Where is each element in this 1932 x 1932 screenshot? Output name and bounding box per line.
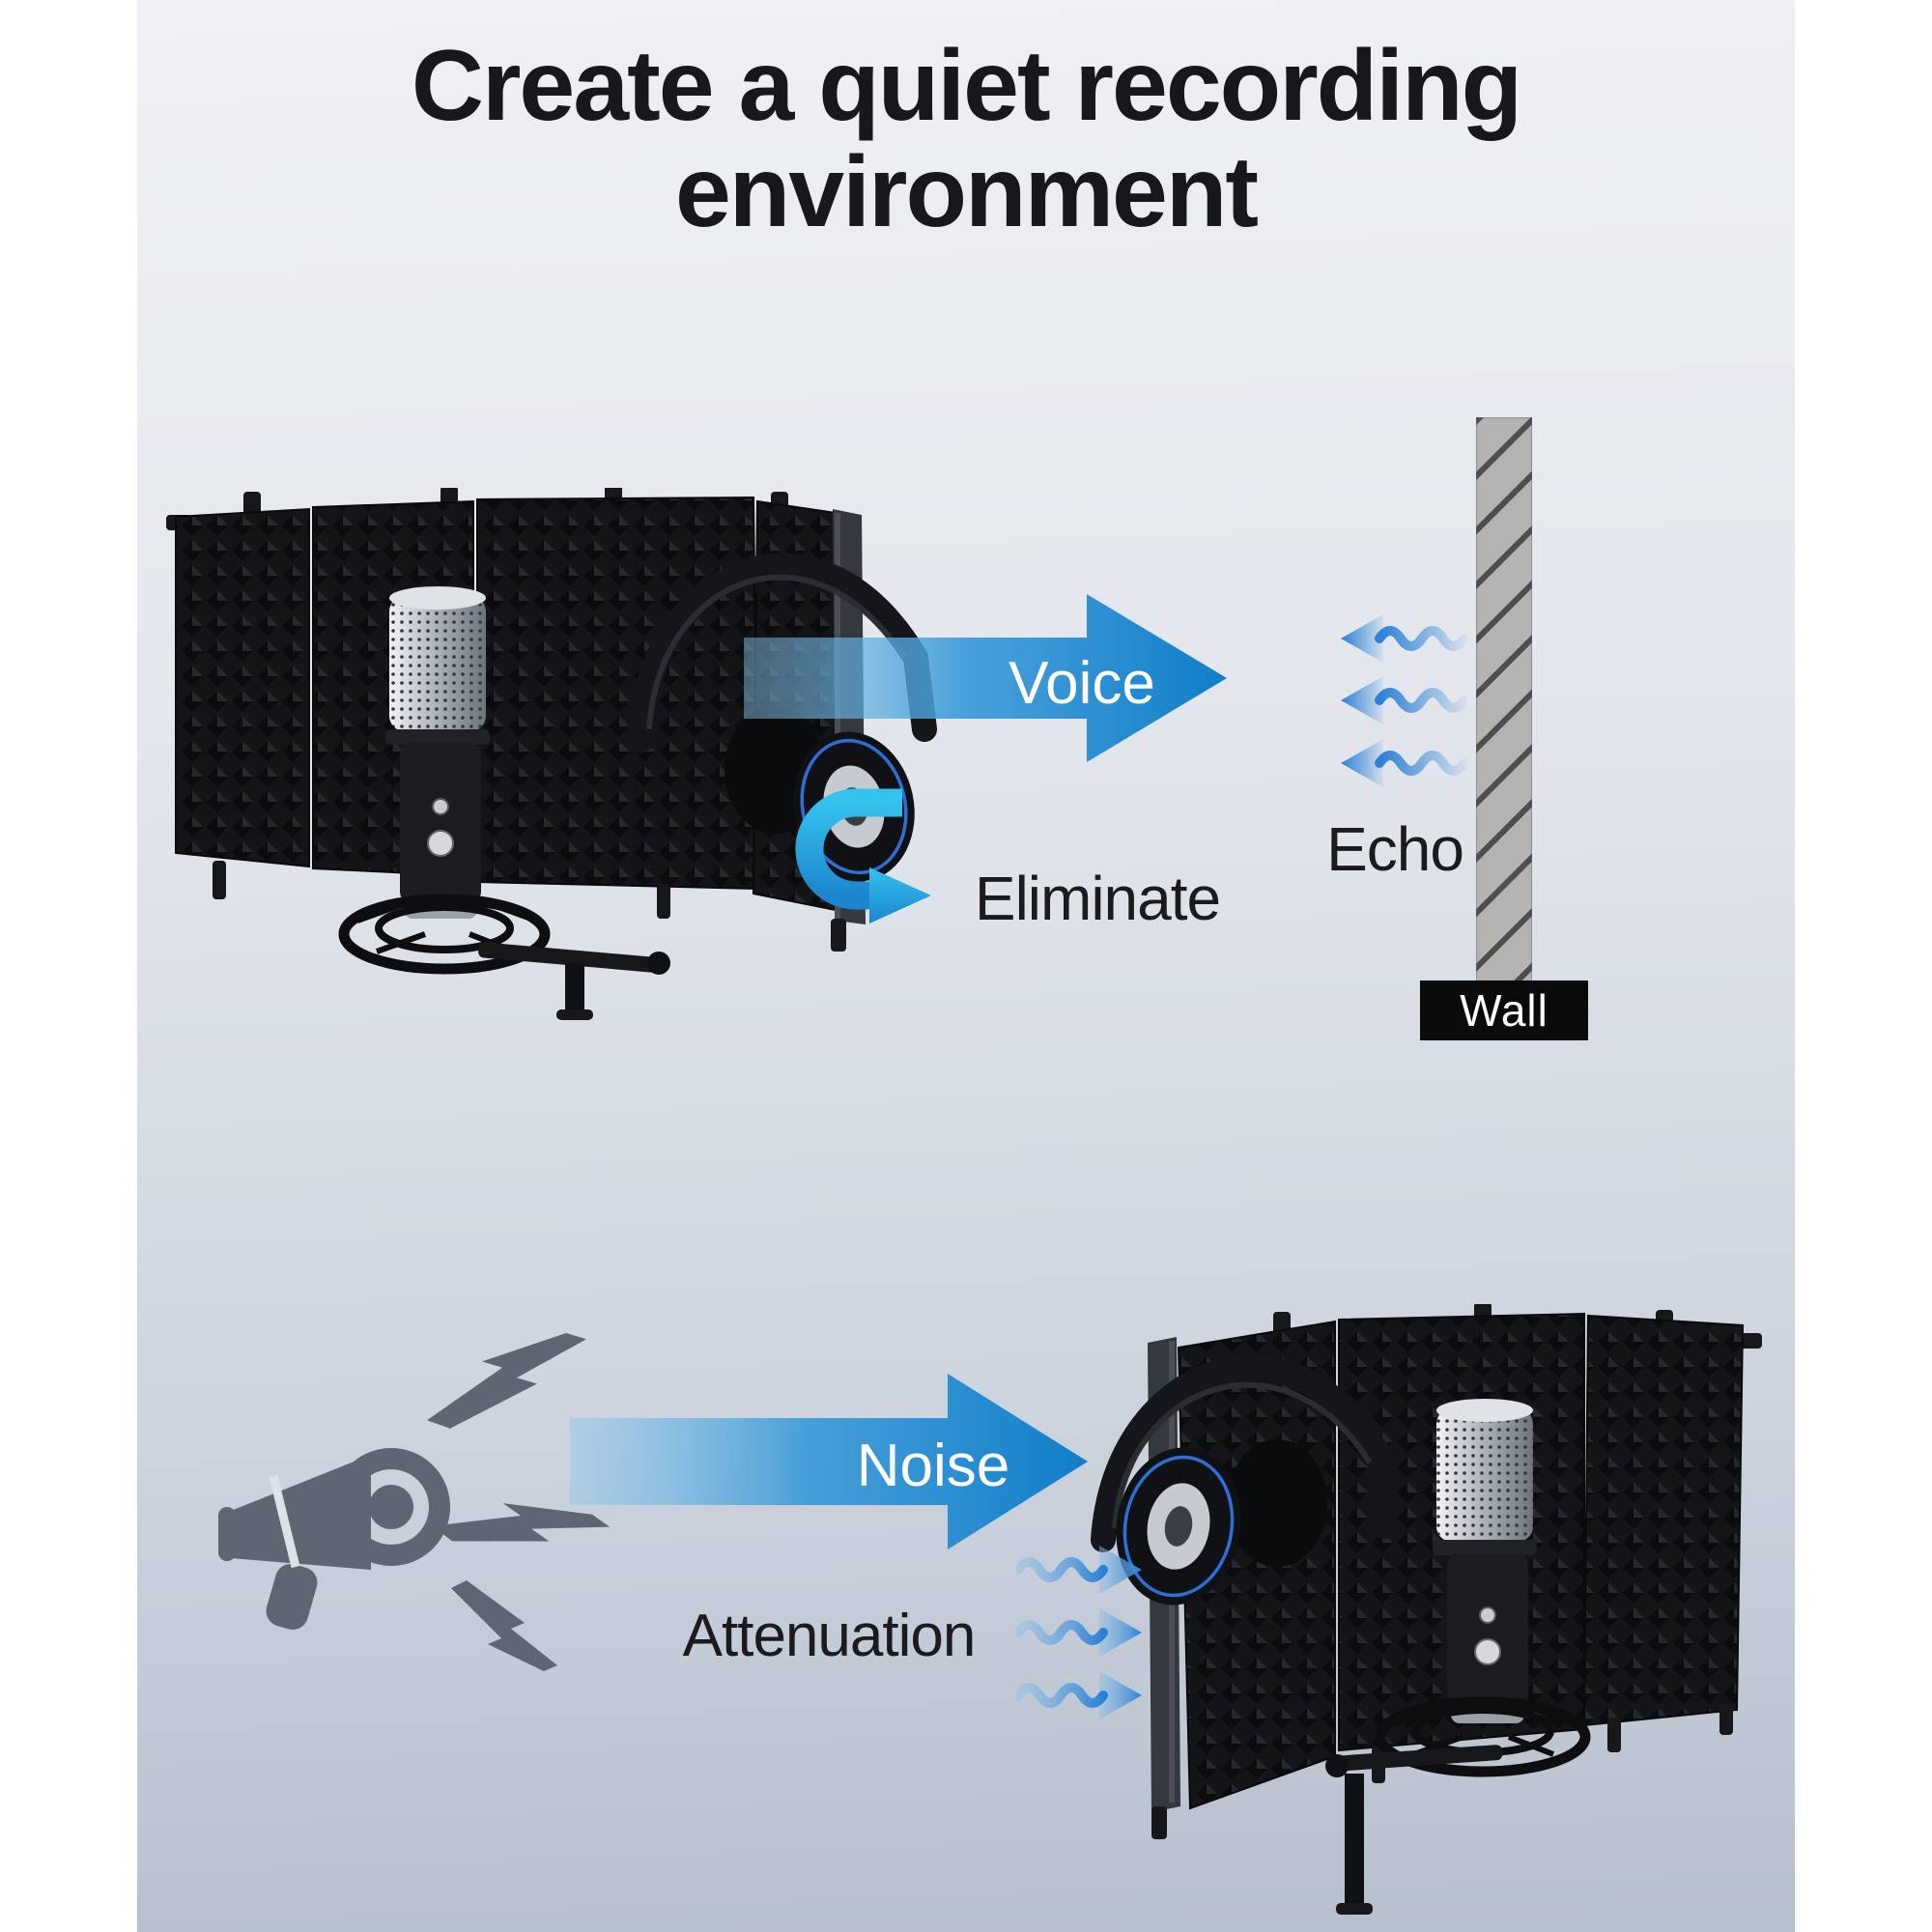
mic-stand [478, 942, 670, 1020]
echo-wave-arrow-left-3 [1341, 739, 1466, 787]
voice-arrow-label: Voice [1009, 650, 1155, 717]
megaphone-icon [218, 1333, 611, 1671]
shock-mount [338, 894, 551, 975]
noise-arrow-right [570, 1374, 1088, 1549]
noise-arrow-label: Noise [856, 1433, 1010, 1499]
page-title: Create a quiet recording environment [137, 30, 1795, 249]
isolation-shield-photo-bottom [1091, 1304, 1762, 1915]
isolation-shield-photo-top [166, 488, 937, 1020]
eliminate-uturn-arrow [795, 788, 931, 923]
attenuation-wave-arrow-right-3 [1016, 1671, 1142, 1719]
eliminate-label: Eliminate [974, 864, 1221, 933]
condenser-microphone [385, 586, 490, 919]
attenuation-label: Attenuation [682, 1603, 977, 1669]
attenuation-wave-arrow-right-1 [1016, 1546, 1142, 1594]
voice-arrow-right [744, 594, 1227, 762]
wall-label-badge: Wall [1420, 980, 1588, 1040]
attenuation-wave-arrow-right-2 [1016, 1608, 1142, 1657]
page-title-line2: environment [674, 136, 1259, 249]
echo-wave-arrow-left-1 [1341, 614, 1466, 663]
noise-bolt-icons [427, 1333, 611, 1671]
shock-mount [1375, 1696, 1591, 1777]
condenser-microphone [1433, 1399, 1537, 1723]
page-title-line1: Create a quiet recording [411, 30, 1522, 142]
echo-wave-arrow-left-2 [1341, 676, 1466, 724]
wall-graphic [1476, 417, 1532, 981]
headphones [1091, 1355, 1398, 1605]
wall-label: Wall [1460, 985, 1548, 1036]
echo-label: Echo [1326, 814, 1464, 884]
mic-stand [1325, 1745, 1503, 1915]
